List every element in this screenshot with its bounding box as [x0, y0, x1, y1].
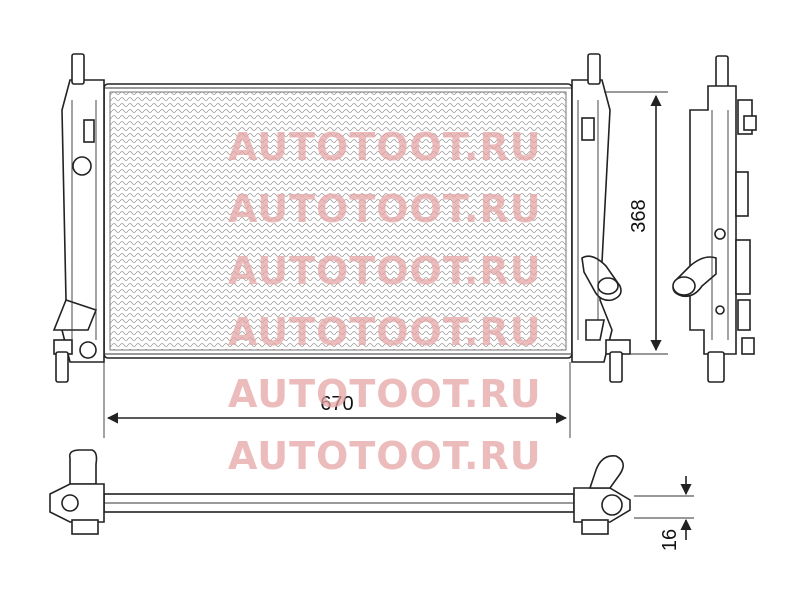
width-label: 670 [320, 393, 353, 415]
thickness-label: 16 [659, 529, 681, 551]
width-dimension: 670 [103, 362, 571, 438]
watermark-text: AUTOTOOT.RU [228, 125, 542, 169]
watermark-text: AUTOTOOT.RU [228, 187, 542, 231]
radiator-fins [109, 91, 567, 351]
side-view [672, 55, 757, 383]
height-label: 368 [628, 199, 650, 232]
watermarks: AUTOTOOT.RU AUTOTOOT.RU AUTOTOOT.RU AUTO… [228, 125, 542, 478]
watermark-text: AUTOTOOT.RU [228, 249, 542, 293]
watermark-text: AUTOTOOT.RU [228, 434, 542, 478]
front-view: 670 368 [52, 53, 668, 438]
right-top-pin [587, 53, 601, 85]
left-top-pin [71, 53, 85, 85]
watermark-text: AUTOTOOT.RU [228, 372, 542, 416]
right-tank [571, 53, 631, 383]
watermark-text: AUTOTOOT.RU [228, 310, 542, 354]
drain-plug [79, 341, 97, 359]
thickness-dimension: 16 [634, 476, 694, 551]
left-plug [72, 156, 92, 176]
height-dimension: 368 [604, 91, 668, 355]
top-view [49, 449, 631, 535]
right-bottom-pin [609, 351, 623, 383]
top-outlet-pipe [588, 454, 624, 489]
left-tank [52, 53, 105, 383]
left-bottom-pin [55, 351, 69, 383]
